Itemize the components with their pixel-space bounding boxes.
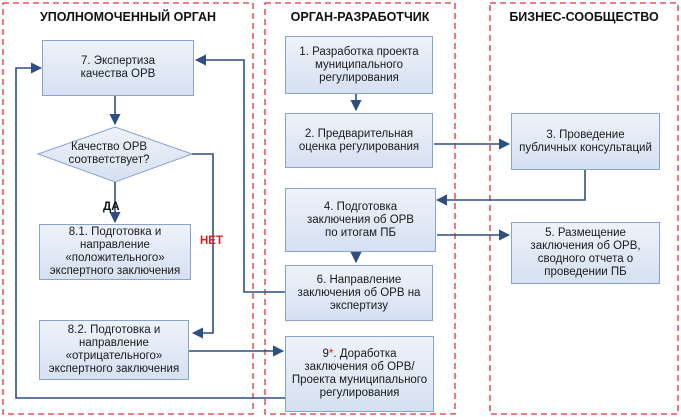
lane-developer-frame	[264, 2, 456, 415]
box-1-draft: 1. Разработка проекта муниципального рег…	[285, 36, 433, 94]
lane-title-authority: УПОЛНОМОЧЕННЫЙ ОРГАН	[39, 10, 217, 24]
box-4-conclusion: 4. Подготовка заключения об ОРВ по итога…	[285, 188, 436, 252]
arrow-6-to-7	[194, 54, 285, 293]
box-5-label: 5. Размещение заключения об ОРВ, сводног…	[530, 227, 641, 278]
box-81-positive: 8.1. Подготовка и направление «положител…	[39, 224, 191, 280]
box-82-label: 8.2. Подготовка и направление «отрицател…	[48, 324, 180, 375]
lane-title-developer: ОРГАН-РАЗРАБОТЧИК	[290, 10, 430, 24]
box-1-label: 1. Разработка проекта муниципального рег…	[299, 45, 419, 84]
arrow-9-to-7	[15, 62, 285, 399]
box-9-number: 9	[322, 348, 329, 360]
lane-authority-frame	[2, 2, 254, 415]
box-9-star: *	[328, 348, 334, 360]
box-9-rework: 9*. Доработка заключения об ОРВ/ Проекта…	[285, 336, 434, 412]
box-3-label: 3. Проведение публичных консультаций	[519, 128, 652, 154]
box-2-preliminary: 2. Предварительная оценка регулирования	[285, 113, 433, 168]
box-6-label: 6. Направление заключения об ОРВ на эксп…	[297, 273, 421, 312]
label-yes: ДА	[103, 201, 120, 213]
box-81-label: 8.1. Подготовка и направление «положител…	[49, 226, 181, 277]
lane-business-frame	[489, 2, 679, 415]
decision-label: Качество ОРВ соответствует?	[68, 141, 150, 166]
box-4-label: 4. Подготовка заключения об ОРВ по итога…	[307, 200, 414, 239]
lane-title-business: БИЗНЕС-СООБЩЕСТВО	[509, 10, 659, 24]
box-5-publish: 5. Размещение заключения об ОРВ, сводног…	[511, 222, 660, 284]
box-82-negative: 8.2. Подготовка и направление «отрицател…	[39, 320, 189, 380]
box-7-label: 7. Экспертиза качества ОРВ	[80, 55, 156, 80]
box-2-label: 2. Предварительная оценка регулирования	[298, 127, 420, 153]
box-6-send: 6. Направление заключения об ОРВ на эксп…	[285, 265, 433, 321]
label-no: НЕТ	[200, 235, 223, 247]
box-3-consultations: 3. Проведение публичных консультаций	[511, 113, 660, 170]
arrow-3-to-4	[435, 170, 586, 206]
box-9-text: . Доработка заключения об ОРВ/ Проекта м…	[291, 348, 428, 399]
box-7-expertise: 7. Экспертиза качества ОРВ	[42, 40, 194, 96]
arrow-decision-no	[191, 153, 214, 339]
box-9-label: 9*. Доработка заключения об ОРВ/ Проекта…	[292, 348, 427, 400]
